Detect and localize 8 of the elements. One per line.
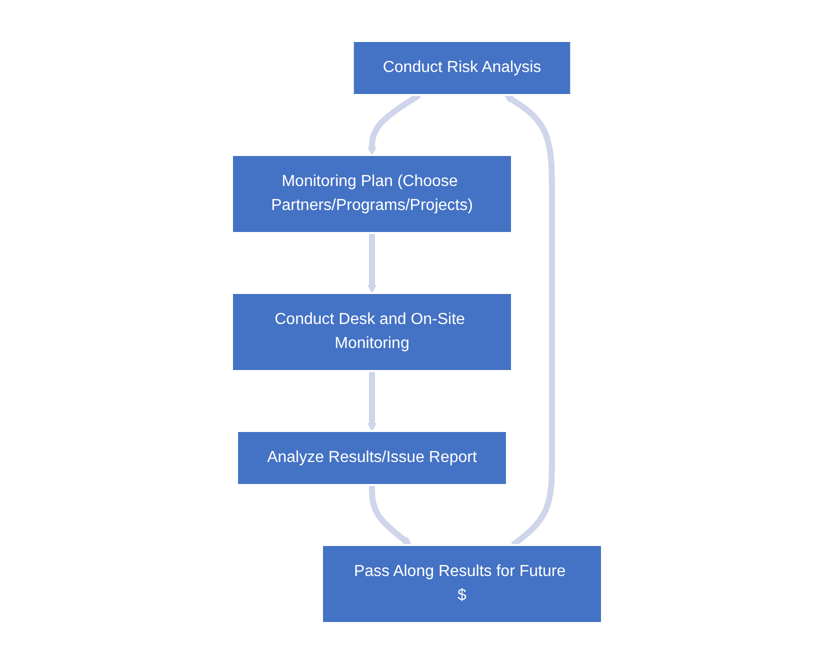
node-box: Monitoring Plan (Choose Partners/Programs/Projects) [230, 154, 512, 234]
node-box: Conduct Desk and On-Site Monitoring [230, 292, 512, 372]
node-box: Pass Along Results for Future $ [320, 544, 602, 624]
arrow [367, 233, 376, 294]
node-box: Analyze Results/Issue Report [236, 430, 508, 486]
arrow [367, 371, 376, 432]
arrow [368, 485, 412, 546]
node-box: Conduct Risk Analysis [351, 40, 572, 96]
